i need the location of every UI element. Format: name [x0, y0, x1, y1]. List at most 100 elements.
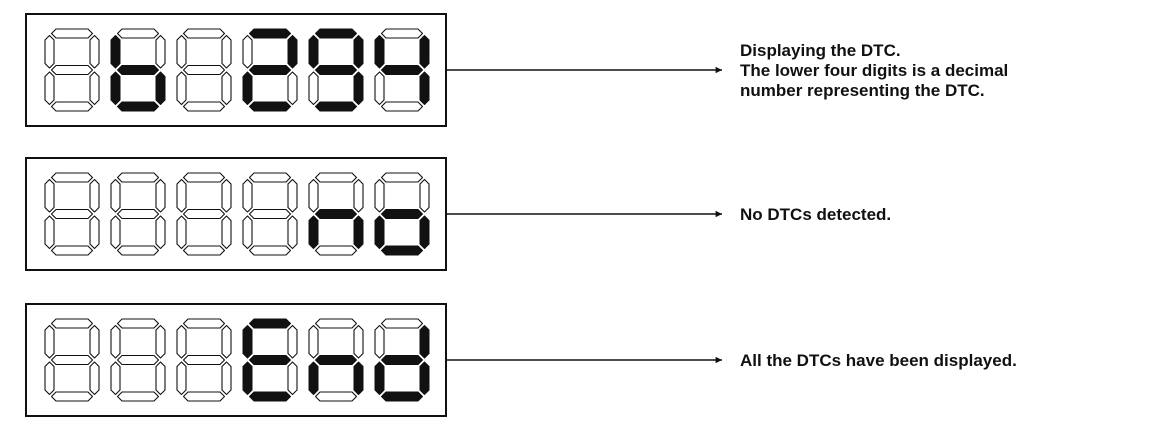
- segment-unlit: [287, 71, 298, 106]
- seven-segment-digit: [308, 172, 364, 256]
- seven-segment-digit: [308, 28, 364, 112]
- segment-lit: [419, 71, 430, 105]
- segment-unlit: [221, 215, 232, 250]
- segment-lit: [249, 28, 291, 39]
- segment-lit: [315, 28, 357, 39]
- segment-unlit: [176, 361, 187, 396]
- segment-unlit: [176, 215, 187, 250]
- segment-lit: [315, 355, 357, 365]
- segment-unlit: [314, 391, 358, 402]
- segment-lit: [381, 65, 423, 75]
- segment-lit: [315, 209, 357, 219]
- segment-unlit: [182, 318, 226, 329]
- segment-lit: [353, 215, 364, 249]
- segment-unlit: [314, 172, 358, 183]
- segment-unlit: [374, 71, 385, 106]
- segment-unlit: [380, 28, 424, 39]
- segment-unlit: [116, 172, 160, 183]
- segment-unlit: [182, 354, 226, 366]
- segment-lit: [249, 391, 291, 402]
- seven-segment-digit: [176, 28, 232, 112]
- seven-segment-digit: [44, 172, 100, 256]
- segment-lit: [155, 71, 166, 105]
- segment-unlit: [182, 172, 226, 183]
- segment-unlit: [176, 178, 187, 213]
- segment-unlit: [287, 361, 298, 396]
- segment-lit: [308, 35, 319, 69]
- segment-lit: [242, 325, 253, 359]
- segment-lit: [249, 318, 291, 329]
- segment-unlit: [116, 318, 160, 329]
- segment-unlit: [353, 178, 364, 213]
- segment-unlit: [50, 318, 94, 329]
- segment-lit: [419, 35, 430, 69]
- seven-segment-digit: [110, 318, 166, 402]
- segment-unlit: [44, 71, 55, 106]
- segment-unlit: [221, 178, 232, 213]
- segment-lit: [381, 391, 423, 402]
- seven-segment-panel: [25, 157, 447, 271]
- segment-unlit: [176, 34, 187, 69]
- segment-lit: [353, 361, 364, 395]
- segment-unlit: [221, 361, 232, 396]
- segment-unlit: [50, 28, 94, 39]
- segment-lit: [249, 355, 291, 365]
- segment-lit: [308, 361, 319, 395]
- segment-lit: [308, 215, 319, 249]
- segment-unlit: [44, 361, 55, 396]
- segment-unlit: [155, 34, 166, 69]
- segment-unlit: [176, 71, 187, 106]
- segment-unlit: [248, 245, 292, 256]
- segment-unlit: [380, 318, 424, 329]
- segment-unlit: [89, 34, 100, 69]
- seven-segment-digit: [44, 318, 100, 402]
- segment-lit: [315, 101, 357, 112]
- segment-unlit: [110, 361, 121, 396]
- segment-unlit: [50, 101, 94, 112]
- segment-unlit: [314, 318, 358, 329]
- segment-unlit: [182, 245, 226, 256]
- segment-unlit: [116, 245, 160, 256]
- segment-unlit: [182, 101, 226, 112]
- caption-line: The lower four digits is a decimal: [740, 61, 1008, 80]
- segment-unlit: [380, 101, 424, 112]
- segment-unlit: [116, 354, 160, 366]
- caption-line: All the DTCs have been displayed.: [740, 351, 1017, 370]
- segment-unlit: [50, 172, 94, 183]
- segment-unlit: [221, 71, 232, 106]
- segment-lit: [353, 71, 364, 105]
- segment-unlit: [242, 34, 253, 69]
- segment-unlit: [248, 208, 292, 220]
- segment-lit: [249, 65, 291, 75]
- segment-unlit: [242, 215, 253, 250]
- segment-unlit: [110, 178, 121, 213]
- seven-segment-digit: [242, 172, 298, 256]
- segment-unlit: [242, 178, 253, 213]
- segment-unlit: [89, 215, 100, 250]
- segment-unlit: [182, 391, 226, 402]
- segment-unlit: [116, 28, 160, 39]
- segment-unlit: [314, 245, 358, 256]
- segment-lit: [117, 65, 159, 75]
- segment-unlit: [89, 71, 100, 106]
- seven-segment-digit: [374, 28, 430, 112]
- segment-lit: [315, 65, 357, 75]
- seven-segment-digit: [308, 318, 364, 402]
- segment-unlit: [44, 215, 55, 250]
- segment-unlit: [287, 178, 298, 213]
- segment-unlit: [50, 245, 94, 256]
- segment-unlit: [89, 324, 100, 359]
- segment-lit: [374, 35, 385, 69]
- segment-unlit: [50, 208, 94, 220]
- caption-line: number representing the DTC.: [740, 81, 985, 100]
- seven-segment-digit: [176, 172, 232, 256]
- segment-unlit: [380, 172, 424, 183]
- segment-unlit: [287, 324, 298, 359]
- segment-lit: [374, 215, 385, 249]
- segment-unlit: [248, 172, 292, 183]
- segment-unlit: [353, 324, 364, 359]
- seven-segment-digit: [44, 28, 100, 112]
- segment-unlit: [44, 178, 55, 213]
- segment-unlit: [287, 215, 298, 250]
